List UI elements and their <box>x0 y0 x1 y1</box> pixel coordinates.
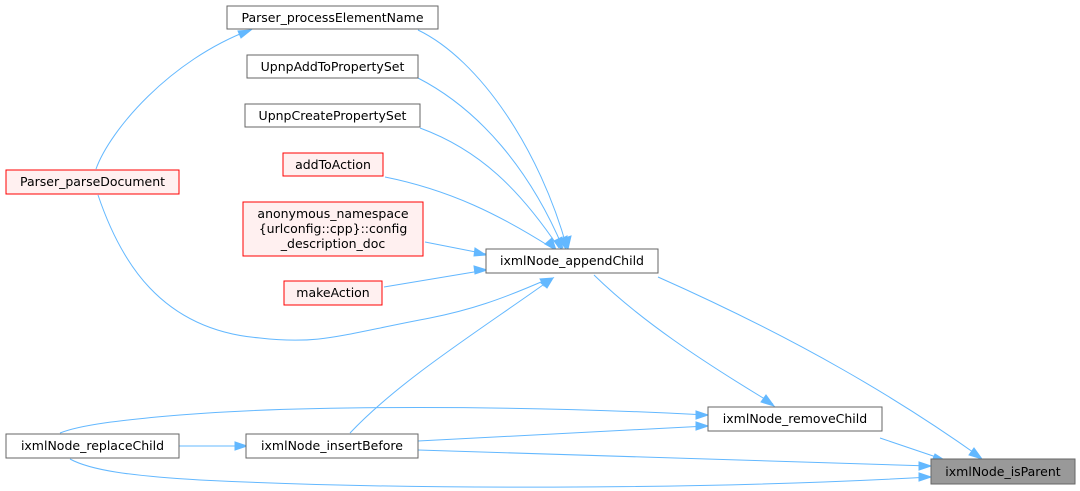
node-parser-parse-document[interactable]: Parser_parseDocument <box>5 169 180 195</box>
edge-arrow <box>473 247 488 257</box>
edge-removechild-replacechild <box>59 407 708 434</box>
node-label: addToAction <box>295 157 371 172</box>
node-ixml-node-remove-child[interactable]: ixmlNode_removeChild <box>707 406 883 432</box>
edge-appendchild-makeaction <box>383 269 487 288</box>
nodes: Parser_processElementName UpnpAddToPrope… <box>5 5 1076 485</box>
node-label: ixmlNode_insertBefore <box>261 438 403 453</box>
edge-isparent-appendchild <box>657 276 981 458</box>
node-upnp-add-to-property-set[interactable]: UpnpAddToPropertySet <box>246 54 419 79</box>
edge-arrow <box>540 276 555 289</box>
edge-arrow <box>234 441 249 451</box>
node-parser-process-element-name[interactable]: Parser_processElementName <box>226 5 439 30</box>
node-label: makeAction <box>296 285 369 300</box>
node-ixml-node-append-child[interactable]: ixmlNode_appendChild <box>485 248 659 274</box>
edge-removechild-insertbefore <box>417 425 708 442</box>
edge-arrow <box>760 394 776 407</box>
node-label: UpnpAddToPropertySet <box>261 59 405 74</box>
edge-arrow <box>553 236 563 252</box>
node-label: ixmlNode_removeChild <box>723 411 867 426</box>
edge-arrow <box>544 237 557 252</box>
node-label: Parser_processElementName <box>241 10 423 25</box>
edge-appendchild-upnpcreatepropertyset <box>419 127 560 249</box>
edge-appendchild-addtoaction <box>384 176 553 249</box>
node-label-line-3: _description_doc <box>280 236 386 251</box>
edge-appendchild-upnpaddtopropertyset <box>417 77 564 249</box>
edge-arrow <box>473 265 489 275</box>
node-label: ixmlNode_appendChild <box>500 253 644 268</box>
edges <box>59 29 984 488</box>
edge-arrow <box>968 447 984 460</box>
node-label: ixmlNode_isParent <box>945 464 1060 479</box>
node-make-action[interactable]: makeAction <box>283 280 383 306</box>
node-ixml-node-replace-child[interactable]: ixmlNode_replaceChild <box>5 433 180 459</box>
node-label: Parser_parseDocument <box>20 174 165 189</box>
edge-arrow <box>918 472 933 482</box>
node-add-to-action[interactable]: addToAction <box>282 152 384 177</box>
edge-arrow <box>237 29 253 39</box>
node-ixml-node-is-parent[interactable]: ixmlNode_isParent <box>930 458 1076 485</box>
edge-appendchild-insertbefore <box>349 279 551 434</box>
node-label-line-1: anonymous_namespace <box>257 206 408 221</box>
edge-appendchild-parsedocument <box>97 194 549 341</box>
edge-arrow <box>695 421 710 431</box>
node-anonymous-namespace[interactable]: anonymous_namespace {urlconfig::cpp}::co… <box>242 201 424 257</box>
node-label: UpnpCreatePropertySet <box>259 108 407 123</box>
edge-isparent-insertbefore <box>417 449 931 467</box>
node-ixml-node-insert-before[interactable]: ixmlNode_insertBefore <box>245 433 419 459</box>
node-upnp-create-property-set[interactable]: UpnpCreatePropertySet <box>244 103 421 128</box>
edge-removechild-appendchild <box>593 274 774 405</box>
node-label: ixmlNode_replaceChild <box>21 438 164 453</box>
edge-arrow <box>918 461 933 471</box>
edge-isparent-replacechild <box>69 458 931 488</box>
node-label-line-2: {urlconfig::cpp}::config <box>259 221 408 236</box>
edge-processelementname-parsedocument <box>95 29 251 170</box>
edge-arrow <box>695 410 710 420</box>
edge-appendchild-processelementname <box>417 29 568 249</box>
